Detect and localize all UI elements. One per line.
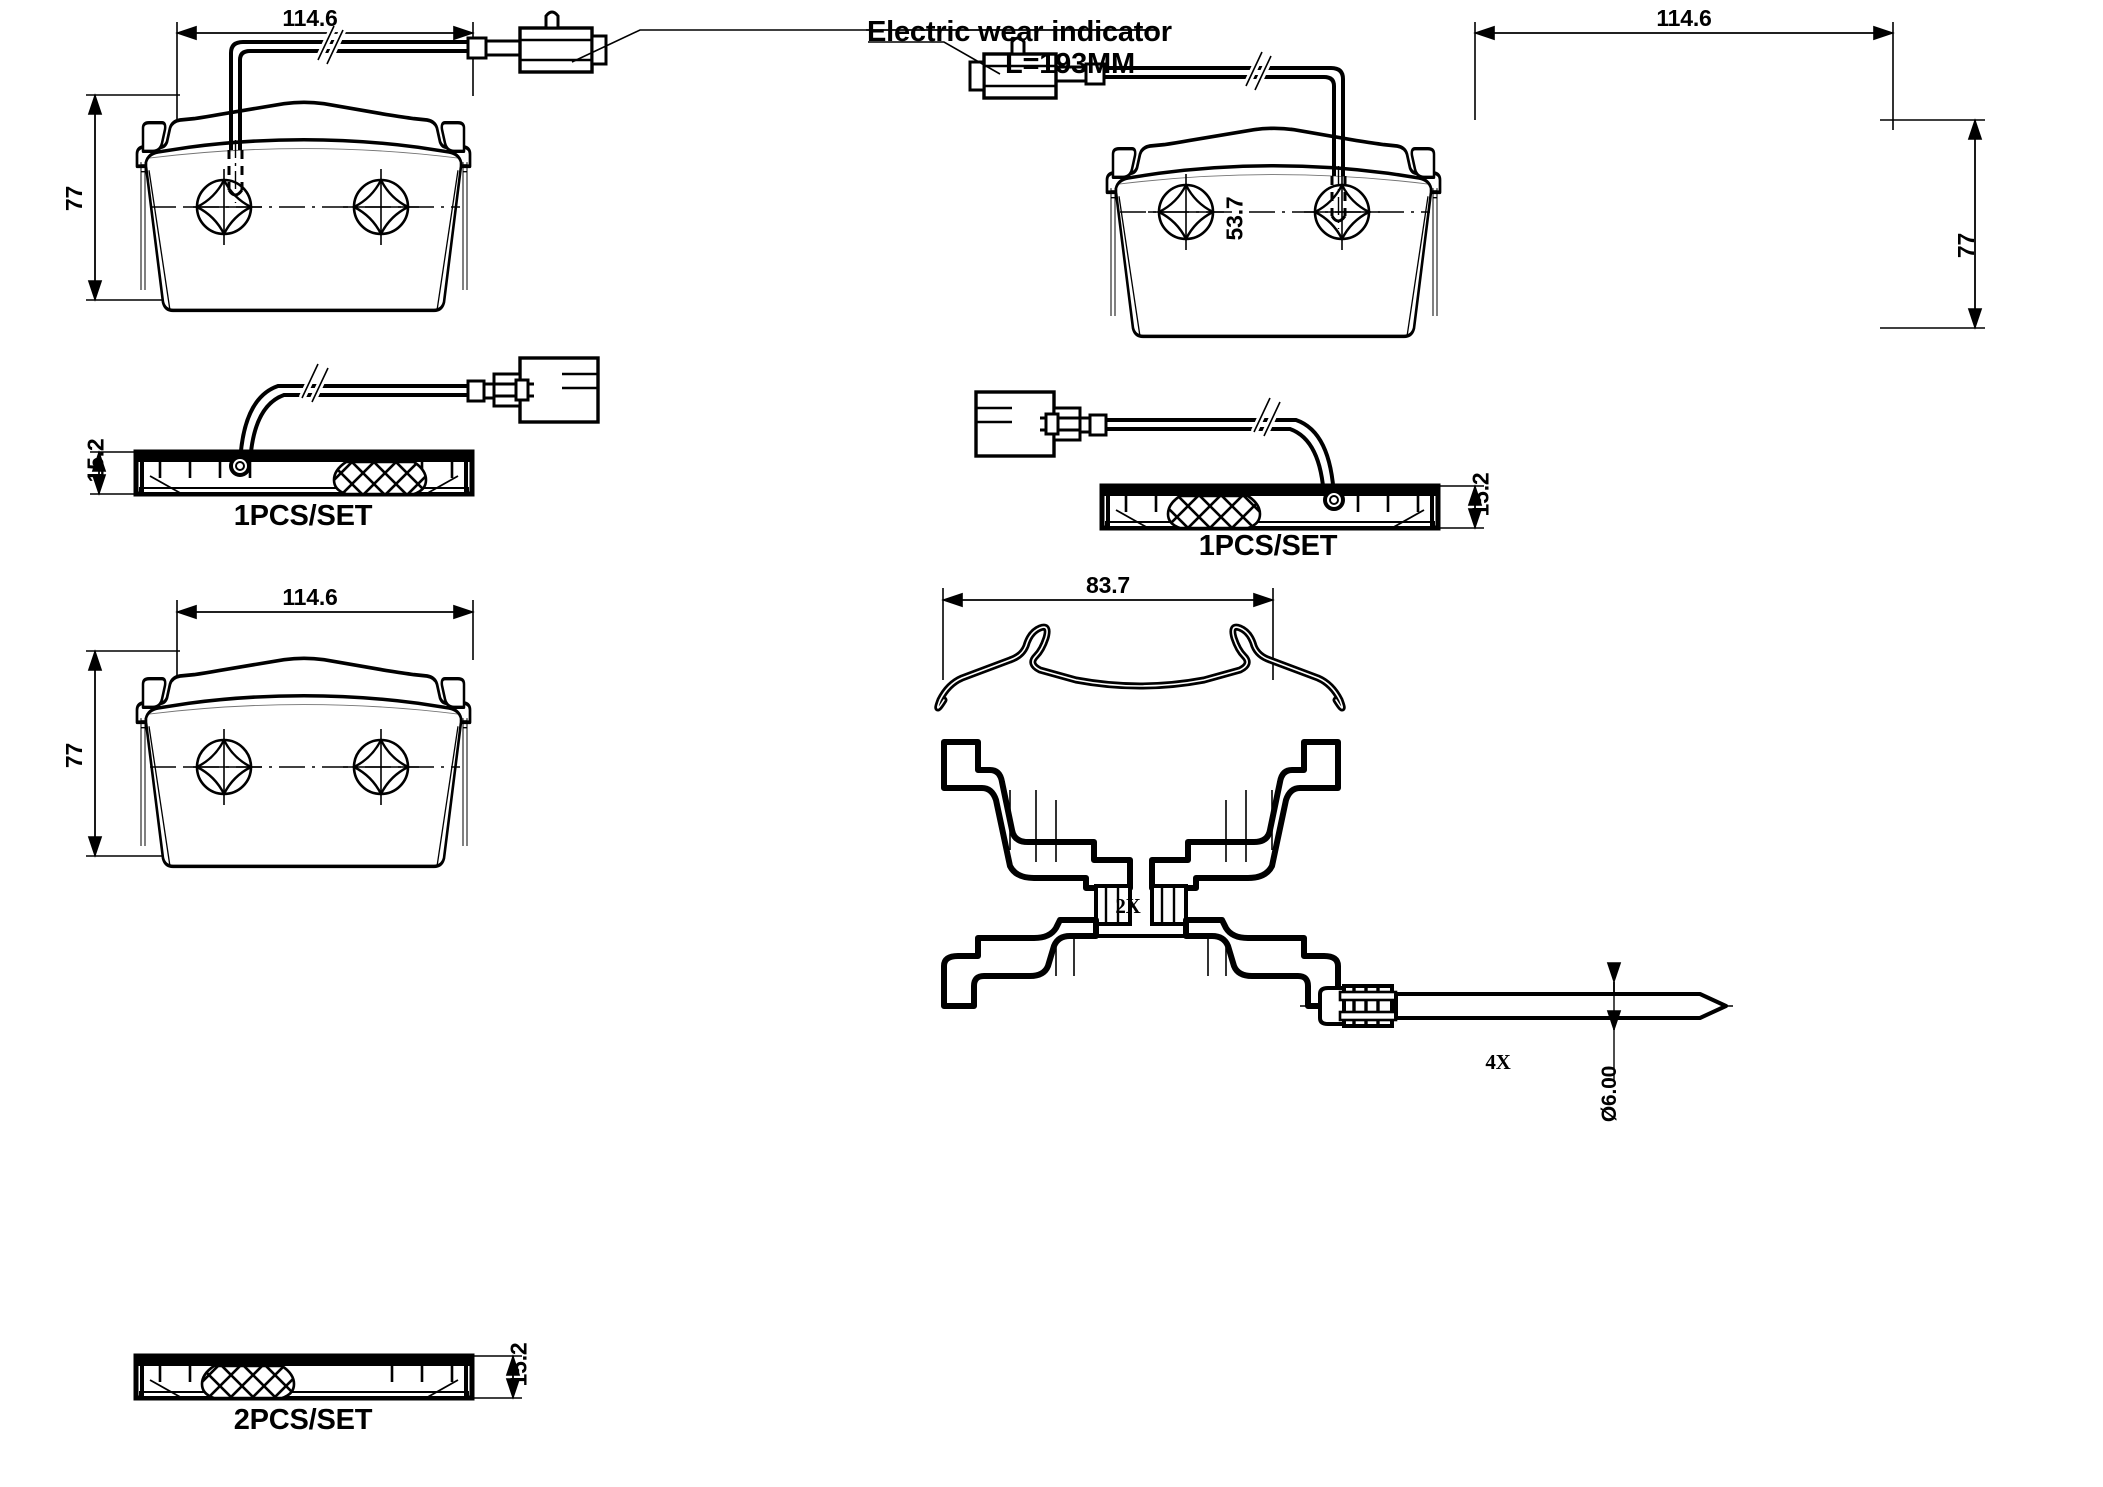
dim-thickness-15-2-bottom: 15.2 — [505, 1342, 532, 1387]
view-pad-side-bottom — [133, 1353, 522, 1401]
leader-line-wear-indicator-right — [868, 41, 1001, 75]
qty-1pcs-set-right: 1PCS/SET — [1198, 530, 1338, 562]
qty-2pcs-set: 2PCS/SET — [233, 1404, 373, 1436]
leader-line-wear-indicator — [571, 29, 866, 63]
view-retaining-bracket — [941, 739, 1341, 1009]
qty-2x: 2X — [1115, 894, 1141, 918]
qty-4x: 4X — [1485, 1050, 1511, 1074]
view-pad-side-left — [90, 356, 600, 497]
view-spring-clip — [934, 588, 1346, 712]
dim-diameter-6: Ø6.00 — [1598, 1065, 1622, 1123]
sensor-lead-left-side — [238, 356, 600, 465]
wear-sensor-wire-right — [968, 36, 1347, 229]
view-pad-front-top-right — [868, 22, 1985, 339]
note-wear-indicator-length: L=193MM — [1005, 48, 1135, 80]
sensor-lead-right-side — [974, 390, 1336, 499]
dim-width-114-6-bottom: 114.6 — [282, 584, 338, 610]
view-pad-front-top-left — [86, 10, 866, 313]
dim-width-114-6-top-right: 114.6 — [1656, 5, 1712, 31]
dim-53-7: 53.7 — [1221, 196, 1248, 241]
view-pad-side-right — [974, 390, 1484, 531]
pad-section-right — [1099, 483, 1441, 531]
dimension-height-77-top-right — [1880, 118, 1985, 330]
qty-1pcs-set-left: 1PCS/SET — [233, 500, 373, 532]
dim-height-77-top-left: 77 — [61, 185, 88, 212]
dim-width-83-7: 83.7 — [1086, 572, 1130, 598]
wear-sensor-wire-left — [227, 10, 608, 203]
dim-thickness-15-2-left: 15.2 — [82, 438, 109, 483]
dimension-thickness-15-2-left — [90, 450, 144, 496]
dimension-thickness-15-2-bottom — [468, 1354, 522, 1400]
dimension-thickness-15-2-right — [1430, 484, 1484, 530]
view-pad-front-bottom — [86, 600, 475, 869]
dim-width-114-6-top-left: 114.6 — [282, 5, 338, 31]
dimension-width-114-6-top-right — [1473, 22, 1895, 130]
dim-thickness-15-2-right: 15.2 — [1467, 472, 1494, 517]
note-electric-wear-indicator: Electric wear indicator — [867, 16, 1172, 48]
view-guide-pin — [1300, 962, 1740, 1082]
dim-height-77-top-right: 77 — [1953, 232, 1980, 259]
dim-height-77-bottom: 77 — [61, 742, 88, 769]
pad-section-left — [133, 449, 475, 497]
